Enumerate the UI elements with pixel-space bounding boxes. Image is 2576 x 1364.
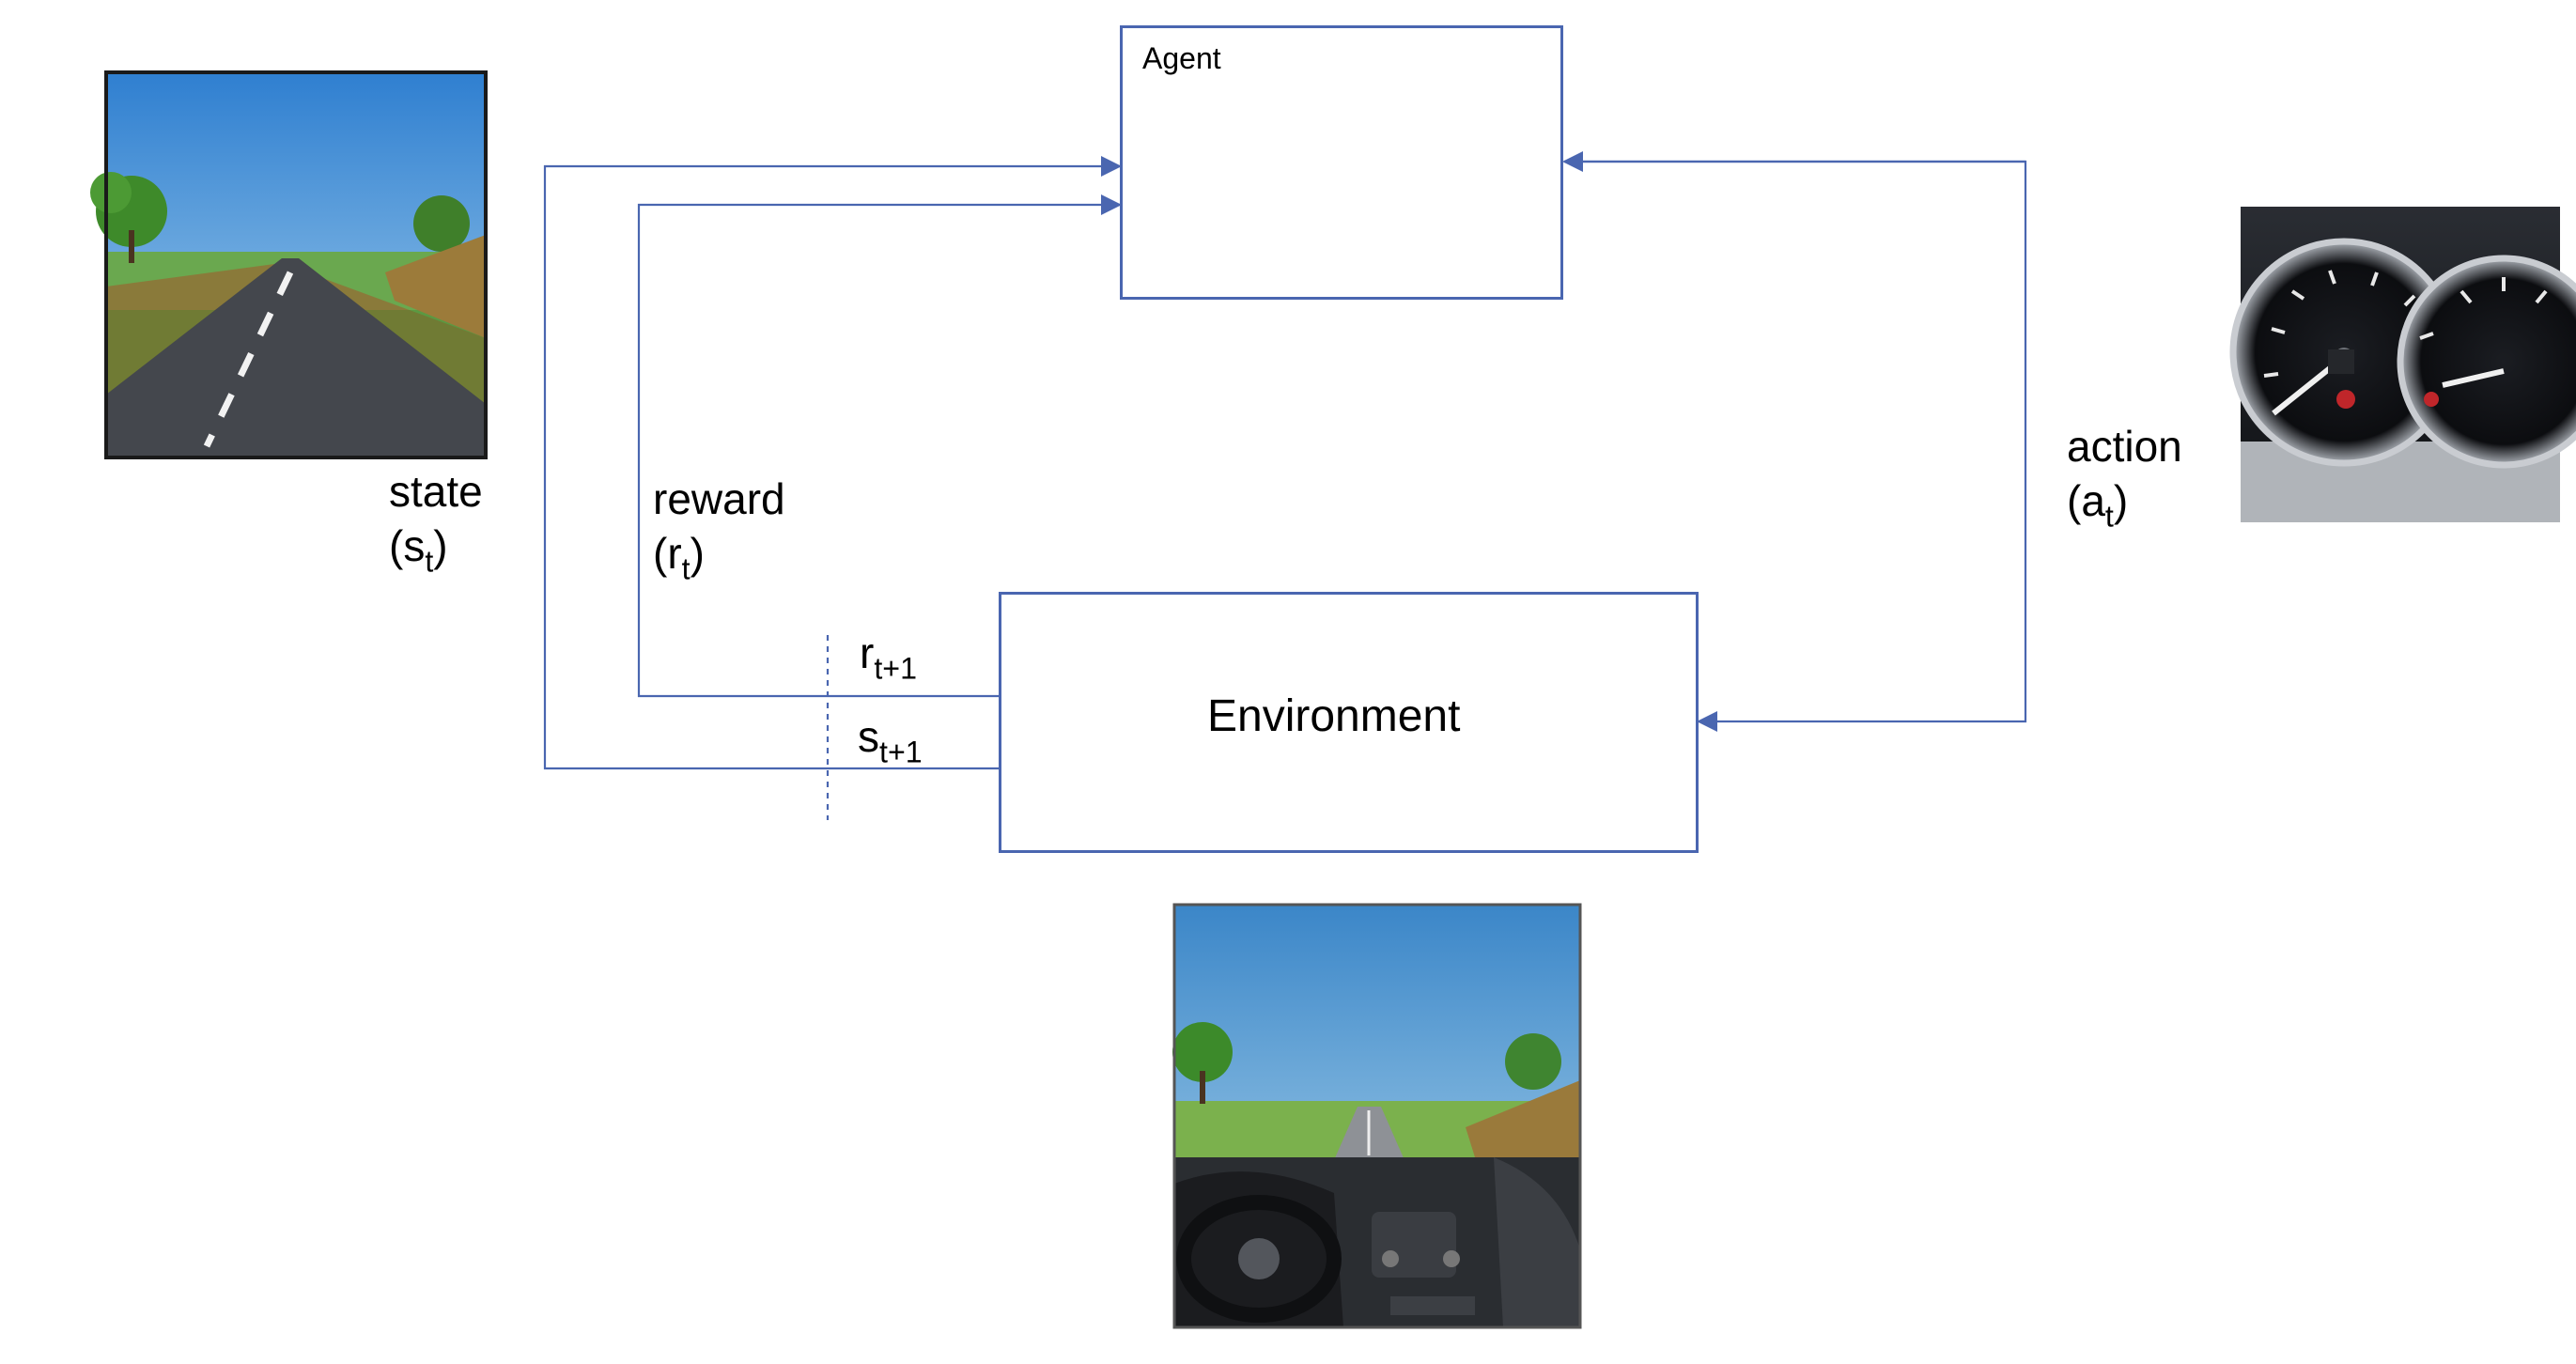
reward-label: reward (rt) bbox=[653, 473, 785, 585]
next-state-label: st+1 bbox=[858, 712, 923, 769]
reward-symbol: (rt) bbox=[653, 528, 705, 585]
action-word: action bbox=[2067, 422, 2182, 471]
connector-lines bbox=[543, 151, 2027, 820]
state-label: state (st) bbox=[389, 465, 483, 578]
reward-word: reward bbox=[653, 474, 785, 523]
agent-label: Agent bbox=[1142, 41, 1221, 75]
state-word: state bbox=[389, 467, 483, 516]
state-image bbox=[90, 70, 488, 459]
next-reward-label: rt+1 bbox=[860, 628, 917, 686]
environment-label: Environment bbox=[1207, 691, 1461, 741]
environment-box bbox=[999, 592, 1699, 853]
reward-feedback-arrow bbox=[637, 194, 1122, 698]
state-symbol: (st) bbox=[389, 520, 448, 578]
environment-image bbox=[1172, 903, 1582, 1329]
action-image bbox=[2229, 207, 2576, 522]
agent-box bbox=[1120, 25, 1563, 300]
state-feedback-arrow bbox=[543, 156, 1122, 770]
action-label: action (at) bbox=[2067, 420, 2182, 533]
action-symbol: (at) bbox=[2067, 475, 2129, 533]
